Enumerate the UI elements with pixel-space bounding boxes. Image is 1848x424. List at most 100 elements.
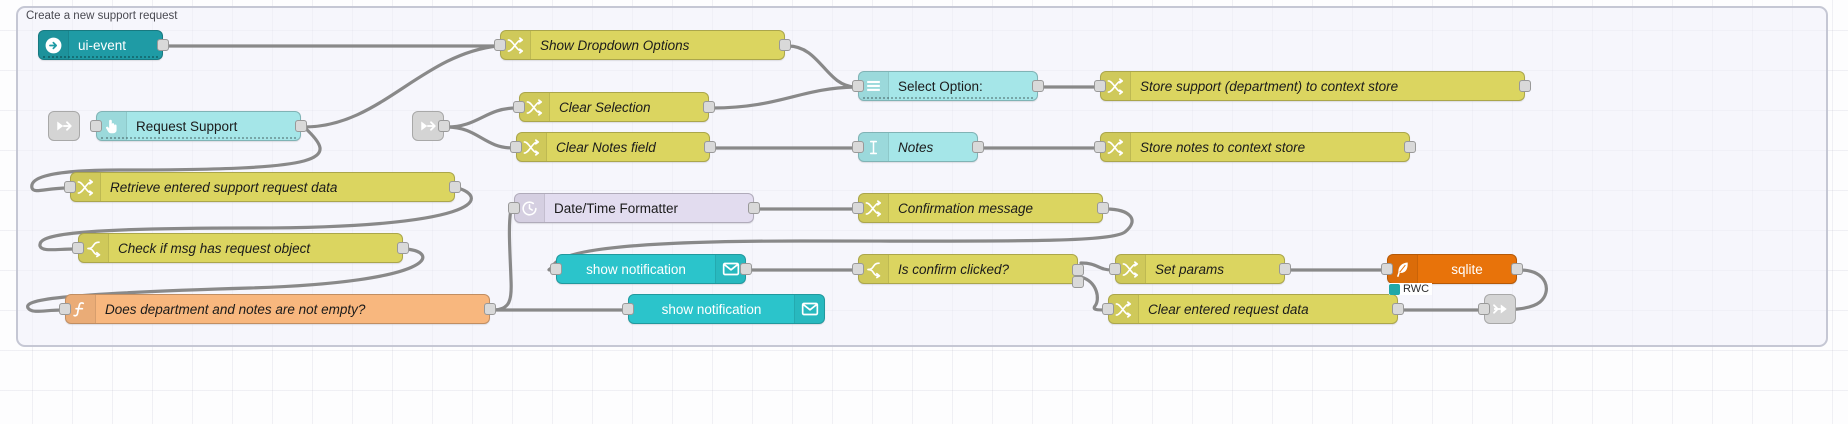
node-datetime-formatter[interactable]: Date/Time Formatter xyxy=(508,193,760,223)
port-input[interactable] xyxy=(508,202,520,214)
port-input[interactable] xyxy=(1381,263,1393,275)
port-input[interactable] xyxy=(90,120,102,132)
port-input[interactable] xyxy=(852,141,864,153)
link-in-icon xyxy=(57,121,72,131)
port-input[interactable] xyxy=(513,101,525,113)
port-output[interactable] xyxy=(295,120,307,132)
link-out-node-1[interactable] xyxy=(1478,294,1516,324)
node-store-support-department[interactable]: Store support (department) to context st… xyxy=(1094,71,1531,101)
port-input[interactable] xyxy=(64,181,76,193)
node-show-notification-2[interactable]: show notification xyxy=(622,294,825,324)
port-input[interactable] xyxy=(852,263,864,275)
node-dashed-underline xyxy=(101,137,296,139)
port-output[interactable] xyxy=(740,263,752,275)
port-output[interactable] xyxy=(1097,202,1109,214)
node-label: Date/Time Formatter xyxy=(554,200,679,216)
change-icon xyxy=(71,173,101,201)
node-check-if-msg-has-request-object[interactable]: Check if msg has request object xyxy=(72,233,409,263)
node-confirmation-message[interactable]: Confirmation message xyxy=(852,193,1109,223)
envelope-icon xyxy=(794,295,824,323)
port-output[interactable] xyxy=(397,242,409,254)
port-output[interactable] xyxy=(438,120,450,132)
dropdown-list-icon xyxy=(859,72,889,100)
port-input[interactable] xyxy=(1094,141,1106,153)
flow-group-label: Create a new support request xyxy=(26,10,178,22)
port-input[interactable] xyxy=(622,303,634,315)
node-is-confirm-clicked[interactable]: Is confirm clicked? xyxy=(852,254,1084,288)
node-show-dropdown-options[interactable]: Show Dropdown Options xyxy=(494,30,791,60)
change-icon xyxy=(1101,72,1131,100)
port-output[interactable] xyxy=(1392,303,1404,315)
sqlite-status-badge: RWC xyxy=(1389,283,1433,295)
node-label: Clear Notes field xyxy=(556,139,656,155)
port-input[interactable] xyxy=(72,242,84,254)
node-set-params[interactable]: Set params xyxy=(1109,254,1291,284)
arrow-right-circle-icon xyxy=(39,31,69,59)
node-label: Show Dropdown Options xyxy=(540,37,690,53)
port-output[interactable] xyxy=(1404,141,1416,153)
node-label: Clear Selection xyxy=(559,99,651,115)
node-dashed-underline xyxy=(43,56,158,58)
node-label: Set params xyxy=(1155,261,1225,277)
node-label: Is confirm clicked? xyxy=(898,261,1010,277)
node-label: Request Support xyxy=(136,118,238,134)
port-output[interactable] xyxy=(484,303,496,315)
change-icon xyxy=(1101,133,1131,161)
status-label: RWC xyxy=(1403,283,1430,295)
port-output[interactable] xyxy=(748,202,760,214)
node-request-support[interactable]: Request Support xyxy=(90,111,307,141)
port-input[interactable] xyxy=(510,141,522,153)
function-icon xyxy=(66,295,96,323)
node-label: Check if msg has request object xyxy=(118,240,311,256)
port-input[interactable] xyxy=(1478,303,1490,315)
node-clear-notes-field[interactable]: Clear Notes field xyxy=(510,132,716,162)
port-input[interactable] xyxy=(852,80,864,92)
node-ui-event[interactable]: ui-event xyxy=(38,30,169,60)
port-output[interactable] xyxy=(972,141,984,153)
port-output[interactable] xyxy=(157,39,169,51)
change-icon xyxy=(517,133,547,161)
feather-icon xyxy=(1388,255,1418,283)
node-sqlite[interactable]: sqlite xyxy=(1381,254,1523,284)
port-input[interactable] xyxy=(1094,80,1106,92)
clock-icon xyxy=(515,194,545,222)
node-retrieve-entered-support-request-data[interactable]: Retrieve entered support request data xyxy=(64,172,461,202)
port-input[interactable] xyxy=(852,202,864,214)
change-icon xyxy=(859,194,889,222)
port-input[interactable] xyxy=(494,39,506,51)
change-icon xyxy=(520,93,550,121)
port-output[interactable] xyxy=(1279,263,1291,275)
node-label: Store notes to context store xyxy=(1140,139,1306,155)
port-input[interactable] xyxy=(550,263,562,275)
port-output-2[interactable] xyxy=(1072,276,1084,288)
port-output[interactable] xyxy=(449,181,461,193)
change-icon xyxy=(501,31,531,59)
change-icon xyxy=(1109,295,1139,323)
link-in-node-1[interactable] xyxy=(48,111,80,141)
port-input[interactable] xyxy=(1109,263,1121,275)
port-output-1[interactable] xyxy=(1072,264,1084,276)
port-input[interactable] xyxy=(59,303,71,315)
node-label: Clear entered request data xyxy=(1148,301,1309,317)
link-in-icon xyxy=(421,121,436,131)
link-in-node-2[interactable] xyxy=(412,111,450,141)
node-clear-entered-request-data[interactable]: Clear entered request data xyxy=(1102,294,1404,324)
pointer-hand-icon xyxy=(97,112,127,140)
port-input[interactable] xyxy=(1102,303,1114,315)
port-output[interactable] xyxy=(779,39,791,51)
node-show-notification-1[interactable]: show notification xyxy=(550,254,752,284)
node-select-option[interactable]: Select Option: xyxy=(852,71,1044,101)
port-output[interactable] xyxy=(704,141,716,153)
port-output[interactable] xyxy=(1519,80,1531,92)
change-icon xyxy=(1116,255,1146,283)
node-label: show notification xyxy=(586,261,686,277)
port-output[interactable] xyxy=(703,101,715,113)
port-output[interactable] xyxy=(1511,263,1523,275)
node-store-notes[interactable]: Store notes to context store xyxy=(1094,132,1416,162)
port-output[interactable] xyxy=(1032,80,1044,92)
node-label: show notification xyxy=(661,301,762,317)
node-notes[interactable]: Notes xyxy=(852,132,984,162)
node-does-department-and-notes-not-empty[interactable]: Does department and notes are not empty? xyxy=(59,294,496,324)
node-clear-selection[interactable]: Clear Selection xyxy=(513,92,715,122)
